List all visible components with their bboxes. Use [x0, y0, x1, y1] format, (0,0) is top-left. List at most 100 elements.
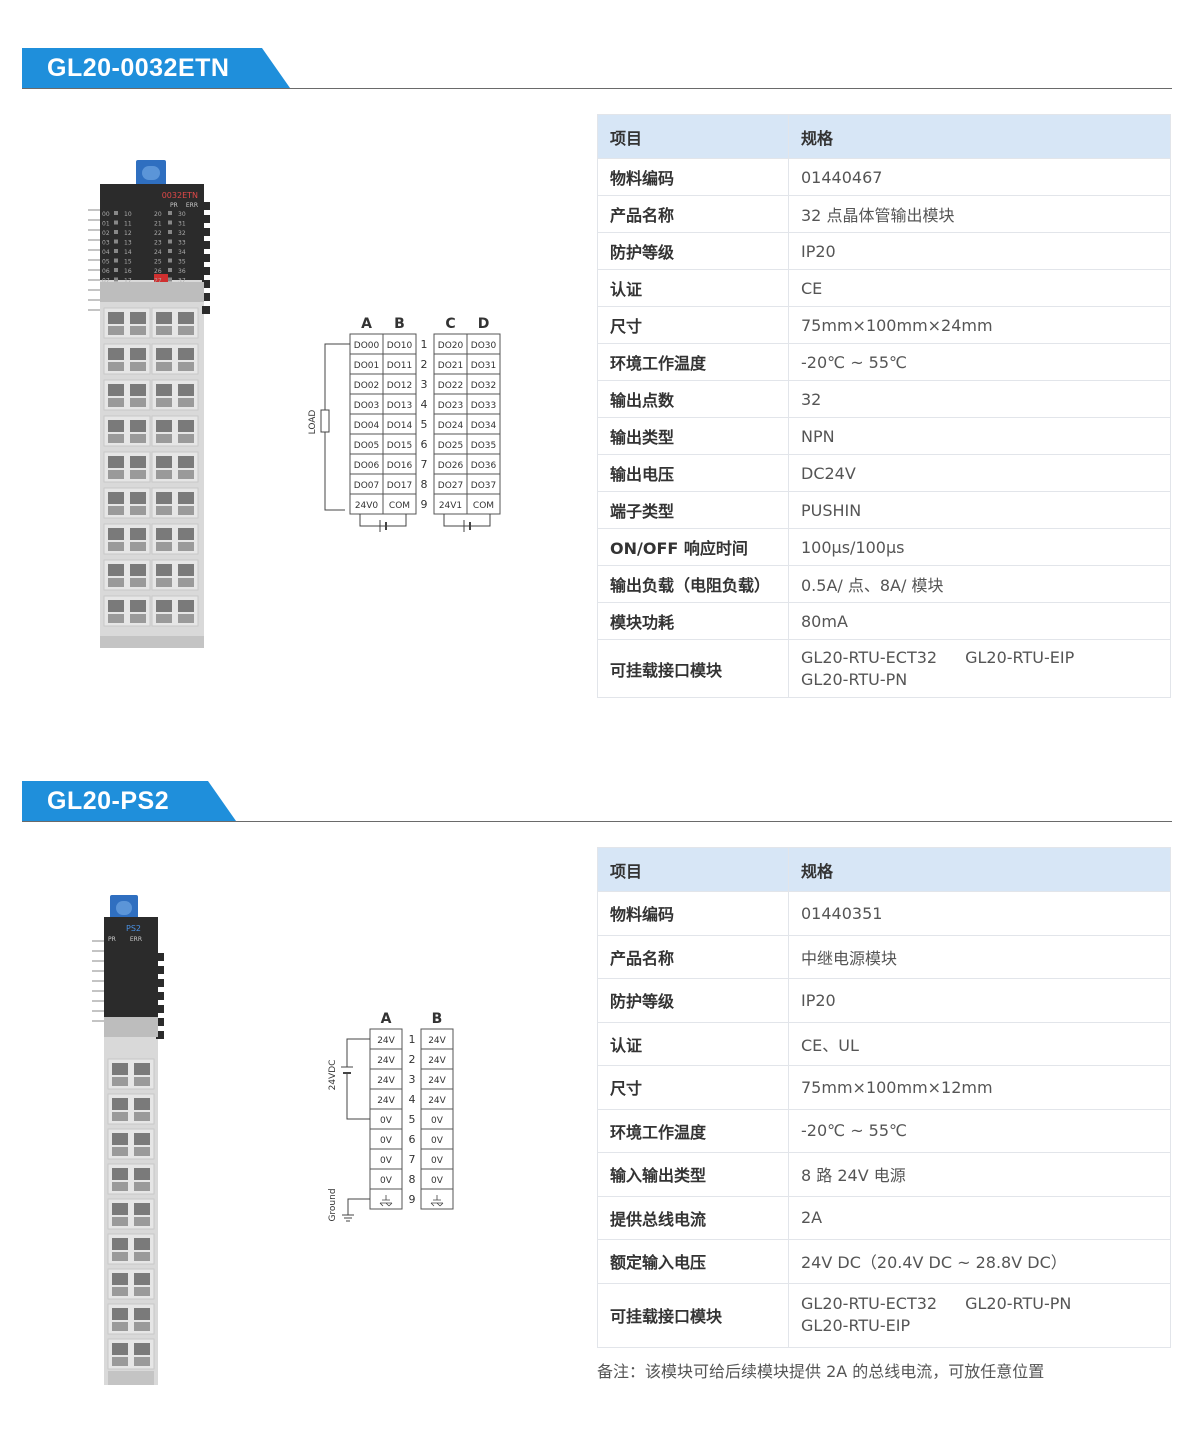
- spec-value: IP20: [788, 978, 1171, 1023]
- terminal-hole: [112, 1287, 128, 1296]
- supply-wire: [346, 1038, 370, 1067]
- terminal-label: DO01: [354, 361, 379, 371]
- spec-value: 32 点晶体管输出模块: [788, 195, 1171, 233]
- row-number: 9: [421, 498, 428, 511]
- spec-value: DC24V: [788, 454, 1171, 492]
- row-number: 2: [409, 1053, 416, 1066]
- terminal-label: 24V: [377, 1056, 395, 1066]
- column-label-d: D: [478, 316, 490, 332]
- terminal-hole: [178, 362, 194, 371]
- terminal-hole: [130, 600, 146, 612]
- led-indicator: [114, 211, 118, 215]
- column-label-c: C: [445, 316, 455, 332]
- supply-label: 24VDC: [328, 1060, 338, 1091]
- table-row: 产品名称中继电源模块: [597, 934, 1171, 979]
- terminal-hole: [130, 348, 146, 360]
- spec-key: 认证: [597, 269, 789, 307]
- terminal-hole: [112, 1133, 128, 1145]
- row-number: 9: [409, 1193, 416, 1206]
- terminal-hole: [108, 564, 124, 576]
- terminal-hole: [134, 1343, 150, 1355]
- terminal-hole: [178, 384, 194, 396]
- side-connector: [202, 293, 210, 301]
- terminal-hole: [134, 1357, 150, 1366]
- led-label: 10: [124, 211, 132, 218]
- spec-key: 可挂载接口模块: [597, 1282, 789, 1348]
- interface-1: GL20-RTU-ECT32: [801, 647, 938, 667]
- load-icon: [320, 409, 330, 433]
- terminal-hole: [156, 312, 172, 324]
- table-header-row: 项目 规格: [597, 114, 1171, 159]
- led-label: 12: [124, 230, 132, 237]
- row-number: 3: [421, 378, 428, 391]
- ground-symbol-icon: [379, 1195, 393, 1207]
- led-label: 25: [154, 259, 162, 266]
- row-number: 4: [421, 398, 428, 411]
- led-label: 21: [154, 221, 162, 228]
- led-label: 14: [124, 249, 132, 256]
- terminal-hole: [156, 506, 172, 515]
- terminal-hole: [130, 456, 146, 468]
- spec-key: 输入输出类型: [597, 1152, 789, 1197]
- terminal-hole: [134, 1182, 150, 1191]
- err-label: ERR: [186, 202, 198, 209]
- terminal-hole: [112, 1112, 128, 1121]
- supply-wire: [346, 1073, 370, 1120]
- led-label: 07: [102, 278, 110, 285]
- side-connector: [156, 966, 164, 974]
- led-label: 03: [102, 240, 110, 247]
- led-label: 01: [102, 221, 110, 228]
- terminal-label: DO02: [354, 381, 379, 391]
- led-indicator: [114, 249, 118, 253]
- terminal-hole: [156, 600, 172, 612]
- section-divider: [22, 88, 1172, 89]
- terminal-hole: [108, 542, 124, 551]
- side-connector: [202, 254, 210, 262]
- led-label: 00: [102, 211, 110, 218]
- row-number: 8: [421, 478, 428, 491]
- interface-3: GL20-RTU-PN: [801, 669, 908, 689]
- spec-value: 75mm×100mm×24mm: [788, 306, 1171, 344]
- terminal-hole: [178, 434, 194, 443]
- led-label: 36: [178, 268, 186, 275]
- terminal-label: 24V: [428, 1036, 446, 1046]
- terminal-hole: [178, 348, 194, 360]
- led-indicator: [114, 268, 118, 272]
- terminal-label: DO24: [438, 421, 464, 431]
- led-label: 20: [154, 211, 162, 218]
- terminal-hole: [178, 470, 194, 479]
- led-label: 17: [124, 278, 132, 285]
- section-title-tag: [22, 781, 236, 821]
- spec-key: 输出电压: [597, 454, 789, 492]
- section-title-bar: GL20-PS2: [22, 781, 1172, 822]
- spec-key: 可挂载接口模块: [597, 639, 789, 698]
- terminal-hole: [112, 1077, 128, 1086]
- terminal-hole: [130, 578, 146, 587]
- terminal-label: 0V: [380, 1156, 393, 1166]
- led-panel: [104, 917, 158, 1017]
- terminal-label: DO36: [471, 461, 497, 471]
- module-device-image: PS2 PR ERR: [92, 895, 164, 1385]
- spec-value: 32: [788, 380, 1171, 418]
- spec-value: 01440467: [788, 158, 1171, 196]
- terminal-hole: [156, 578, 172, 587]
- terminal-hole: [108, 362, 124, 371]
- terminal-hole: [108, 384, 124, 396]
- terminal-hole: [156, 614, 172, 623]
- terminal-hole: [178, 542, 194, 551]
- led-label: 13: [124, 240, 132, 247]
- row-number: 6: [421, 438, 428, 451]
- header-spec: 规格: [788, 114, 1171, 159]
- terminal-label: DO37: [471, 481, 496, 491]
- led-label: 26: [154, 268, 162, 275]
- interface-2: GL20-RTU-EIP: [965, 647, 1075, 667]
- led-indicator: [114, 230, 118, 234]
- terminal-hole: [130, 326, 146, 335]
